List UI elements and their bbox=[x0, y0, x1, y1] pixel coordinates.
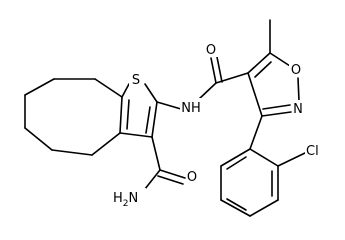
bond-carbonyl-o-2 bbox=[216, 56, 223, 83]
atom-oxygen-isoxazole: O bbox=[291, 63, 301, 78]
bond-c-cl bbox=[277, 152, 306, 167]
bond-cyclo-1 bbox=[24, 78, 55, 96]
bond-ph-3 bbox=[249, 199, 279, 217]
bond-isox-c3-c4 bbox=[247, 72, 263, 117]
bond-thio-s-c2 bbox=[144, 83, 158, 103]
atom-amine-nh2: H2N bbox=[113, 191, 138, 209]
bond-isox-o-n bbox=[297, 77, 300, 102]
bond-isox-c4-c5-double bbox=[254, 61, 272, 78]
bond-thio-c3a-c7a-double bbox=[126, 99, 130, 130]
bond-ph-inner-2 bbox=[226, 198, 247, 211]
bond-nh-carbonyl bbox=[197, 82, 217, 101]
chemical-structure-diagram: S O NH O N O H2N Cl bbox=[24, 19, 325, 217]
bond-isox-n-c3-double bbox=[262, 104, 291, 110]
bond-thio-c7a-s bbox=[121, 83, 130, 98]
bond-thio-c2-c3-double bbox=[145, 106, 151, 134]
bond-thio-c3a-c7a bbox=[119, 96, 123, 134]
atom-labels: S O NH O N O H2N Cl bbox=[112, 41, 325, 209]
bond-ph-4 bbox=[220, 199, 251, 217]
bond-cyclo-7 bbox=[91, 132, 121, 156]
atom-chlorine: Cl bbox=[306, 144, 319, 159]
bond-thio-c2-c3 bbox=[151, 101, 158, 138]
bond-ph-1 bbox=[249, 148, 279, 167]
bond-thio-c3-c3a bbox=[119, 132, 153, 138]
bond-carbonyl-o-1 bbox=[210, 57, 217, 84]
atom-oxygen-carbonyl-top: O bbox=[206, 43, 216, 58]
bond-cyclo-6 bbox=[51, 149, 93, 156]
atom-nh: NH bbox=[181, 101, 201, 116]
atom-oxygen-amide-bottom: O bbox=[187, 170, 197, 185]
bond-c3-phenyl bbox=[249, 115, 263, 150]
bond-isox-c5-o bbox=[269, 52, 291, 67]
bond-amide-o-1 bbox=[159, 169, 186, 179]
bond-cyclo-3 bbox=[94, 78, 123, 98]
bond-ph-6 bbox=[220, 148, 251, 167]
bond-c2-nh bbox=[156, 101, 182, 110]
bond-isox-c4-c5 bbox=[247, 52, 271, 74]
bond-ph-inner-3 bbox=[226, 156, 247, 170]
bond-amide-o-2 bbox=[157, 175, 184, 185]
bond-isox-n-c3 bbox=[261, 111, 292, 117]
bond-cyclo-5 bbox=[24, 127, 53, 151]
bonds bbox=[24, 19, 306, 217]
bond-carbonyl-c4 bbox=[215, 72, 249, 84]
bond-c3-amide bbox=[151, 136, 161, 171]
atom-sulfur: S bbox=[132, 73, 140, 88]
atom-nitrogen-isoxazole: N bbox=[293, 102, 303, 117]
